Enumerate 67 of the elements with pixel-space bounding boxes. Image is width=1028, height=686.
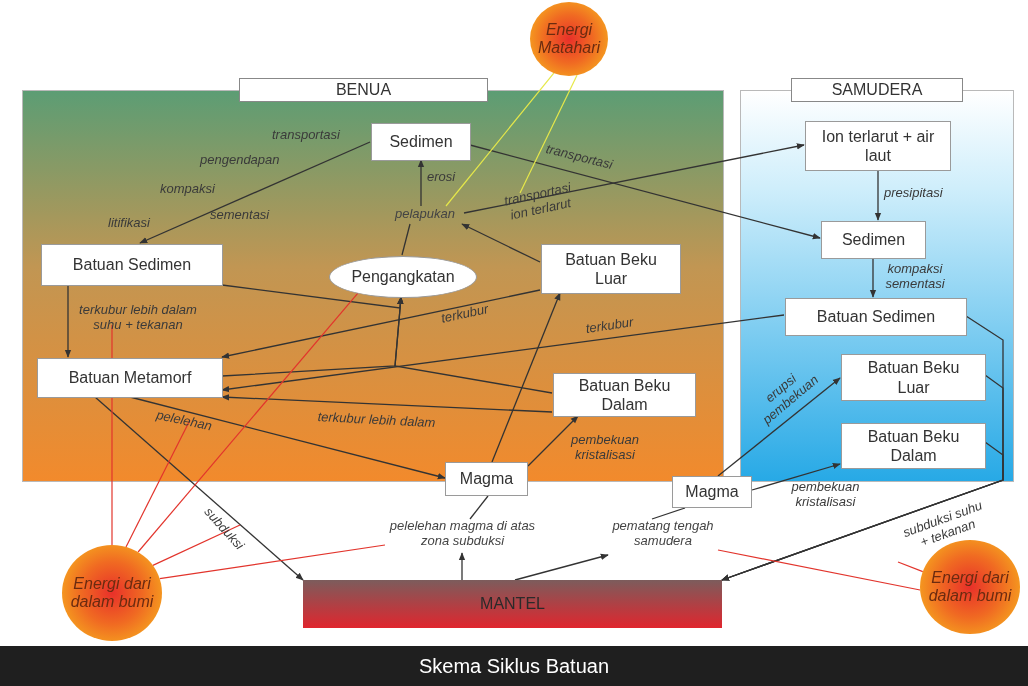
edge-label: pembekuan kristalisasi [569, 433, 640, 463]
process-label: kompaksi [160, 182, 215, 197]
process-text: pematang tengah samudera [608, 519, 718, 555]
arrow [64, 284, 72, 358]
arrow [221, 289, 541, 359]
mantle-bar: MANTEL [303, 580, 722, 628]
rock-box: Ion terlarut + air laut [805, 121, 951, 171]
edge-label: pelelehan [154, 408, 214, 435]
arrow [461, 223, 541, 263]
rock-box: Batuan Beku Dalam [841, 423, 986, 469]
edge-label: erosi [427, 170, 456, 185]
arrow [417, 159, 425, 207]
process-label: sementasi [210, 208, 270, 223]
arrow [463, 143, 805, 214]
rock-box: Batuan Sedimen [41, 244, 223, 286]
rock-box: Sedimen [371, 123, 471, 161]
process-label: litifikasi [108, 216, 150, 231]
edge-label: presipitasi [884, 186, 943, 201]
rock-box: Batuan Beku Dalam [553, 373, 696, 417]
rock-box: Batuan Beku Luar [841, 354, 986, 401]
arrow [721, 441, 1004, 581]
process-text: pelelehan magma di atas zona subduksi [385, 519, 540, 553]
process-ellipse: Pengangkatan [329, 256, 477, 298]
edge-label: terkubur [585, 315, 635, 337]
energy-circle: Energi Matahari [530, 2, 608, 76]
rock-box: Batuan Metamorf [37, 358, 223, 398]
process-text: pelapukan [385, 207, 465, 225]
process-label: pengendapan [200, 153, 280, 168]
arrow [94, 396, 304, 581]
edge-label: pembekuan kristalisasi [790, 480, 861, 510]
connector-line [651, 507, 686, 520]
connector-line [137, 292, 359, 553]
arrow [491, 292, 561, 463]
arrow [221, 314, 785, 393]
edge-label: terkubur lebih dalam [317, 410, 436, 432]
rock-box: Magma [672, 476, 752, 508]
connector-line [519, 74, 578, 194]
caption: Skema Siklus Batuan [418, 654, 610, 678]
connector-line [401, 223, 411, 256]
arrow [458, 552, 466, 581]
connector-line [445, 72, 555, 207]
arrow [527, 415, 579, 467]
connector-line [111, 324, 113, 546]
energy-circle: Energi dari dalam bumi [62, 545, 162, 641]
process-label: transportasi [272, 128, 340, 143]
arrow [869, 257, 877, 298]
arrow [514, 553, 609, 581]
rock-box: Magma [445, 462, 528, 496]
edge-label: terkubur [440, 302, 490, 327]
connector-line [152, 524, 241, 566]
rock-box: Batuan Sedimen [785, 298, 967, 336]
rock-box: Sedimen [821, 221, 926, 259]
connector-line [717, 549, 921, 591]
connector-line [159, 544, 386, 580]
edge-label: terkubur lebih dalam suhu + tekanan [78, 303, 198, 333]
arrow [139, 141, 371, 244]
arrow [221, 394, 553, 413]
arrow [469, 144, 821, 240]
panel-heading: BENUA [239, 78, 488, 102]
panel-heading: SAMUDERA [791, 78, 963, 102]
connector-line [469, 495, 489, 520]
arrow [751, 462, 841, 491]
arrow [394, 296, 553, 394]
rock-box: Batuan Beku Luar [541, 244, 681, 294]
connector-line [897, 561, 924, 573]
edge-label: kompaksi sementasi [884, 262, 946, 292]
arrow [874, 169, 882, 221]
